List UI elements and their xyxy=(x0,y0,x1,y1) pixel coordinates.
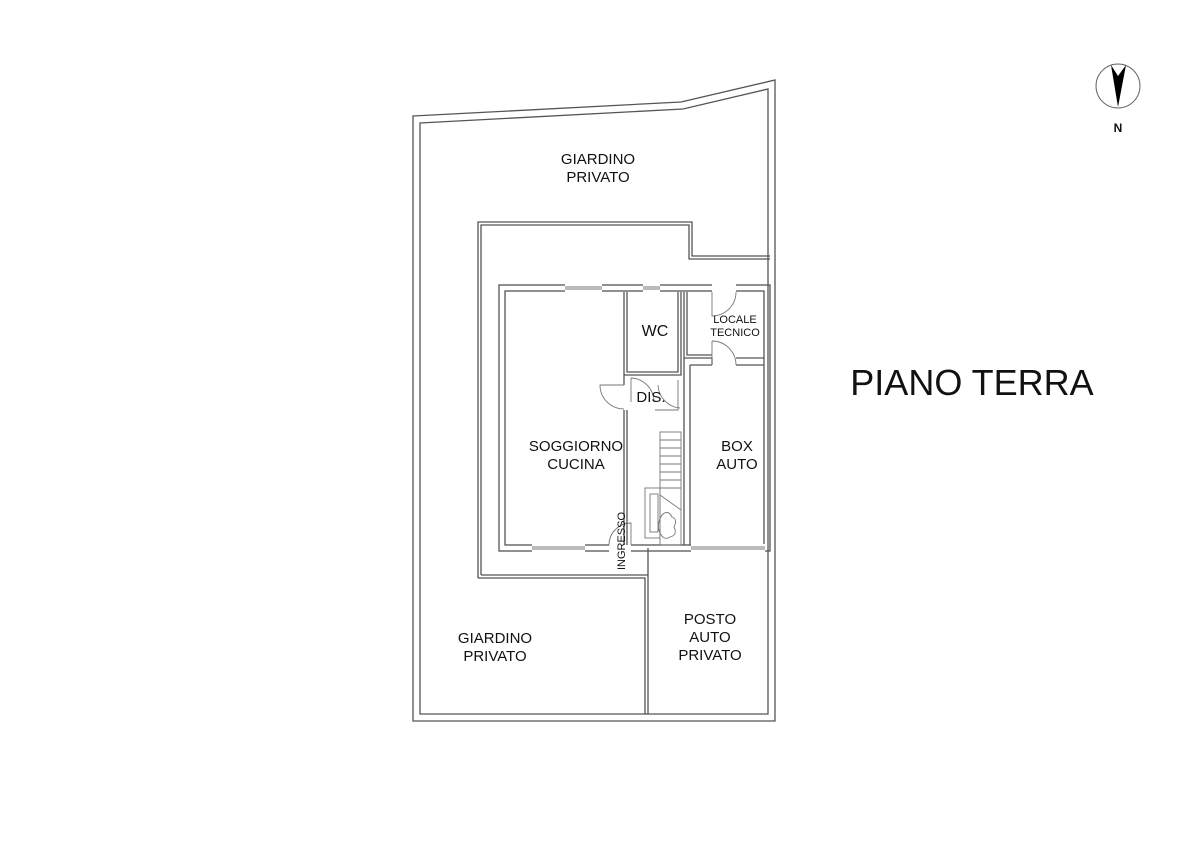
staircase xyxy=(644,431,682,546)
posto-auto-label-2: AUTO xyxy=(689,629,730,646)
locale-tecnico-label-1: LOCALE xyxy=(713,314,756,326)
locale-tecnico-label-2: TECNICO xyxy=(710,327,760,339)
north-label: N xyxy=(1114,121,1123,135)
wc-label: WC xyxy=(642,323,669,340)
box-auto-label-2: AUTO xyxy=(716,456,757,473)
posto-auto-label-1: POSTO xyxy=(684,611,736,628)
posto-auto-label-3: PRIVATO xyxy=(678,647,741,664)
garden-top-label-1: GIARDINO xyxy=(561,151,635,168)
north-arrow-icon xyxy=(1095,63,1141,109)
ingresso-label: INGRESSO xyxy=(616,512,628,571)
courtyard-wall xyxy=(477,221,770,714)
garden-bottom-label-2: PRIVATO xyxy=(463,648,526,665)
lot-boundary xyxy=(412,79,776,722)
house-walls xyxy=(498,284,771,552)
floor-title: PIANO TERRA xyxy=(850,362,1093,403)
box-auto-label-1: BOX xyxy=(721,438,753,455)
soggiorno-label-1: SOGGIORNO xyxy=(529,438,623,455)
garden-bottom-label-1: GIARDINO xyxy=(458,630,532,647)
soggiorno-label-2: CUCINA xyxy=(547,456,605,473)
garden-top-label-2: PRIVATO xyxy=(566,169,629,186)
dis-label: DIS. xyxy=(636,389,665,406)
